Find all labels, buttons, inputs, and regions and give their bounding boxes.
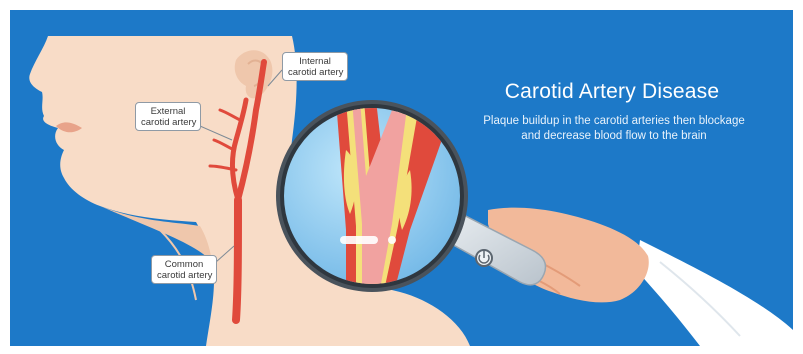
white-frame-left [0, 0, 10, 354]
infographic-subtitle: Plaque buildup in the carotid arteries t… [455, 114, 773, 144]
lens-glare [340, 236, 378, 244]
lens-glare-dot [388, 236, 396, 244]
label-common-line1: Common [157, 259, 211, 270]
label-internal-carotid-artery: Internal carotid artery [282, 52, 348, 81]
infographic-title: Carotid Artery Disease [462, 80, 762, 104]
common-carotid-artery [236, 200, 238, 320]
subtitle-line-2: and decrease blood flow to the brain [455, 129, 773, 144]
white-frame-top [0, 0, 803, 10]
label-external-line2: carotid artery [141, 117, 195, 128]
label-common-line2: carotid artery [157, 270, 211, 281]
subtitle-line-1: Plaque buildup in the carotid arteries t… [455, 114, 773, 129]
white-frame-right [793, 0, 803, 354]
label-common-carotid-artery: Common carotid artery [151, 255, 217, 284]
label-external-line1: External [141, 106, 195, 117]
white-frame-bottom [0, 346, 803, 354]
label-internal-line2: carotid artery [288, 67, 342, 78]
label-external-carotid-artery: External carotid artery [135, 102, 201, 131]
label-internal-line1: Internal [288, 56, 342, 67]
